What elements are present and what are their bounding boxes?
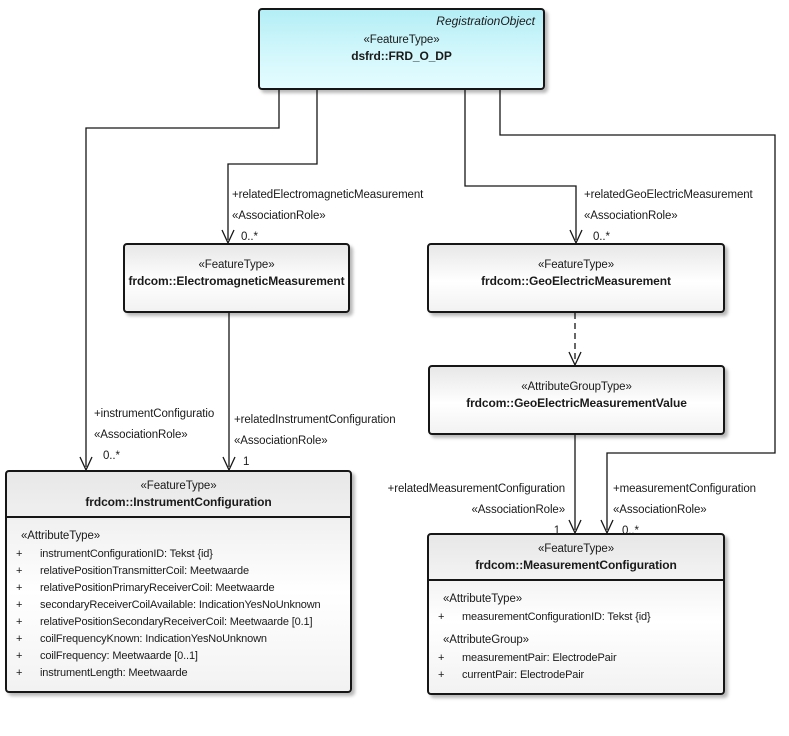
- visibility-marker: +: [438, 669, 445, 681]
- attribute-group-heading: «AttributeGroup»: [443, 634, 529, 646]
- class-box-instrument-configuration[interactable]: «FeatureType» frdcom::InstrumentConfigur…: [5, 470, 352, 693]
- attribute-row: + instrumentConfigurationID: Tekst {id}: [7, 548, 346, 565]
- role-stereotype: «AssociationRole»: [613, 504, 707, 516]
- visibility-marker: +: [16, 667, 23, 679]
- role-stereotype: «AssociationRole»: [232, 210, 326, 222]
- attribute-row: + relativePositionPrimaryReceiverCoil: M…: [7, 582, 346, 599]
- role-stereotype: «AssociationRole»: [234, 435, 328, 447]
- visibility-marker: +: [16, 582, 23, 594]
- attribute-text: relativePositionPrimaryReceiverCoil: Mee…: [40, 582, 275, 594]
- role-name: +instrumentConfiguratio: [94, 408, 215, 420]
- attribute-row: + coilFrequencyKnown: IndicationYesNoUnk…: [7, 633, 346, 650]
- role-label-related-geoelectric: +relatedGeoElectricMeasurement «Associat…: [584, 185, 753, 248]
- role-label-related-instrument-configuration: +relatedInstrumentConfiguration «Associa…: [234, 410, 396, 473]
- class-name: frdcom::ElectromagneticMeasurement: [128, 274, 345, 288]
- attribute-group-heading: «AttributeType»: [443, 593, 523, 605]
- visibility-marker: +: [16, 650, 23, 662]
- multiplicity: 0..*: [622, 525, 639, 537]
- stereotype-label: «FeatureType»: [363, 34, 440, 46]
- association-instrument-configuration-line: [85, 90, 280, 467]
- class-box-measurement-configuration[interactable]: «FeatureType» frdcom::MeasurementConfigu…: [427, 533, 725, 695]
- multiplicity: 1: [553, 525, 560, 537]
- attribute-row: + measurementConfigurationID: Tekst {id}: [429, 611, 719, 628]
- visibility-marker: +: [438, 652, 445, 664]
- attribute-row: + relativePositionTransmitterCoil: Meetw…: [7, 565, 346, 582]
- class-name: frdcom::InstrumentConfiguration: [85, 495, 272, 509]
- role-name: +relatedElectromagneticMeasurement: [232, 189, 424, 201]
- role-stereotype: «AssociationRole»: [471, 504, 565, 516]
- attribute-row: + relativePositionSecondaryReceiverCoil:…: [7, 616, 346, 633]
- attribute-text: measurementConfigurationID: Tekst {id}: [462, 611, 651, 623]
- attribute-group-heading: «AttributeType»: [21, 530, 101, 542]
- attribute-text: relativePositionTransmitterCoil: Meetwaa…: [40, 565, 249, 577]
- role-label-measurement-configuration: +measurementConfiguration «AssociationRo…: [613, 479, 756, 542]
- role-stereotype: «AssociationRole»: [94, 429, 188, 441]
- multiplicity: 0..*: [593, 231, 610, 243]
- class-box-geoelectric-measurement[interactable]: «FeatureType» frdcom::GeoElectricMeasure…: [427, 243, 725, 313]
- role-name: +relatedMeasurementConfiguration: [387, 483, 566, 495]
- stereotype-label: «FeatureType»: [140, 480, 217, 492]
- stereotype-label: «FeatureType»: [537, 543, 615, 555]
- role-name: +measurementConfiguration: [613, 483, 756, 495]
- attribute-text: instrumentConfigurationID: Tekst {id}: [40, 548, 213, 560]
- visibility-marker: +: [16, 633, 23, 645]
- stereotype-label: «FeatureType»: [537, 259, 615, 271]
- attribute-row: + instrumentLength: Meetwaarde: [7, 667, 346, 684]
- multiplicity: 0..*: [241, 231, 258, 243]
- association-measurement-configuration-line: [499, 90, 776, 530]
- visibility-marker: +: [16, 565, 23, 577]
- class-name: dsfrd::FRD_O_DP: [351, 49, 452, 63]
- attribute-text: coilFrequency: Meetwaarde [0..1]: [40, 650, 198, 662]
- role-name: +relatedInstrumentConfiguration: [234, 414, 396, 426]
- visibility-marker: +: [16, 616, 23, 628]
- class-box-geoelectric-measurement-value[interactable]: «AttributeGroupType» frdcom::GeoElectric…: [428, 365, 725, 435]
- attribute-text: relativePositionSecondaryReceiverCoil: M…: [40, 616, 313, 628]
- class-name: frdcom::MeasurementConfiguration: [475, 558, 677, 572]
- association-related-electromagnetic-line: [227, 90, 318, 240]
- role-stereotype: «AssociationRole»: [584, 210, 678, 222]
- class-box-frd-o-dp[interactable]: RegistrationObject «FeatureType» dsfrd::…: [258, 8, 545, 90]
- attribute-text: secondaryReceiverCoilAvailable: Indicati…: [40, 599, 321, 611]
- multiplicity: 0..*: [103, 450, 120, 462]
- stereotype-label: «AttributeGroupType»: [521, 381, 632, 393]
- class-box-electromagnetic-measurement[interactable]: «FeatureType» frdcom::ElectromagneticMea…: [123, 243, 350, 313]
- visibility-marker: +: [16, 599, 23, 611]
- multiplicity: 1: [243, 456, 250, 468]
- visibility-marker: +: [16, 548, 23, 560]
- visibility-marker: +: [438, 611, 445, 623]
- class-name: frdcom::GeoElectricMeasurementValue: [466, 396, 687, 410]
- role-label-related-measurement-configuration: +relatedMeasurementConfiguration «Associ…: [368, 479, 566, 542]
- registration-object-tag: RegistrationObject: [436, 14, 535, 28]
- class-name: frdcom::GeoElectricMeasurement: [481, 274, 671, 288]
- stereotype-label: «FeatureType»: [198, 259, 275, 271]
- role-label-instrument-configuration: +instrumentConfiguratio «AssociationRole…: [94, 404, 214, 467]
- attribute-text: currentPair: ElectrodePair: [462, 669, 585, 681]
- attribute-row: + secondaryReceiverCoilAvailable: Indica…: [7, 599, 346, 616]
- attribute-list: + measurementPair: ElectrodePair + curre…: [429, 652, 719, 686]
- attribute-text: measurementPair: ElectrodePair: [462, 652, 617, 664]
- role-label-related-electromagnetic: +relatedElectromagneticMeasurement «Asso…: [232, 185, 423, 248]
- attribute-row: + measurementPair: ElectrodePair: [429, 652, 719, 669]
- attribute-list: + instrumentConfigurationID: Tekst {id} …: [7, 548, 346, 684]
- attribute-text: instrumentLength: Meetwaarde: [40, 667, 188, 679]
- association-related-geoelectric-line: [464, 90, 577, 240]
- attribute-row: + currentPair: ElectrodePair: [429, 669, 719, 686]
- attribute-text: coilFrequencyKnown: IndicationYesNoUnkno…: [40, 633, 267, 645]
- role-name: +relatedGeoElectricMeasurement: [584, 189, 753, 201]
- attribute-list: + measurementConfigurationID: Tekst {id}: [429, 611, 719, 628]
- attribute-row: + coilFrequency: Meetwaarde [0..1]: [7, 650, 346, 667]
